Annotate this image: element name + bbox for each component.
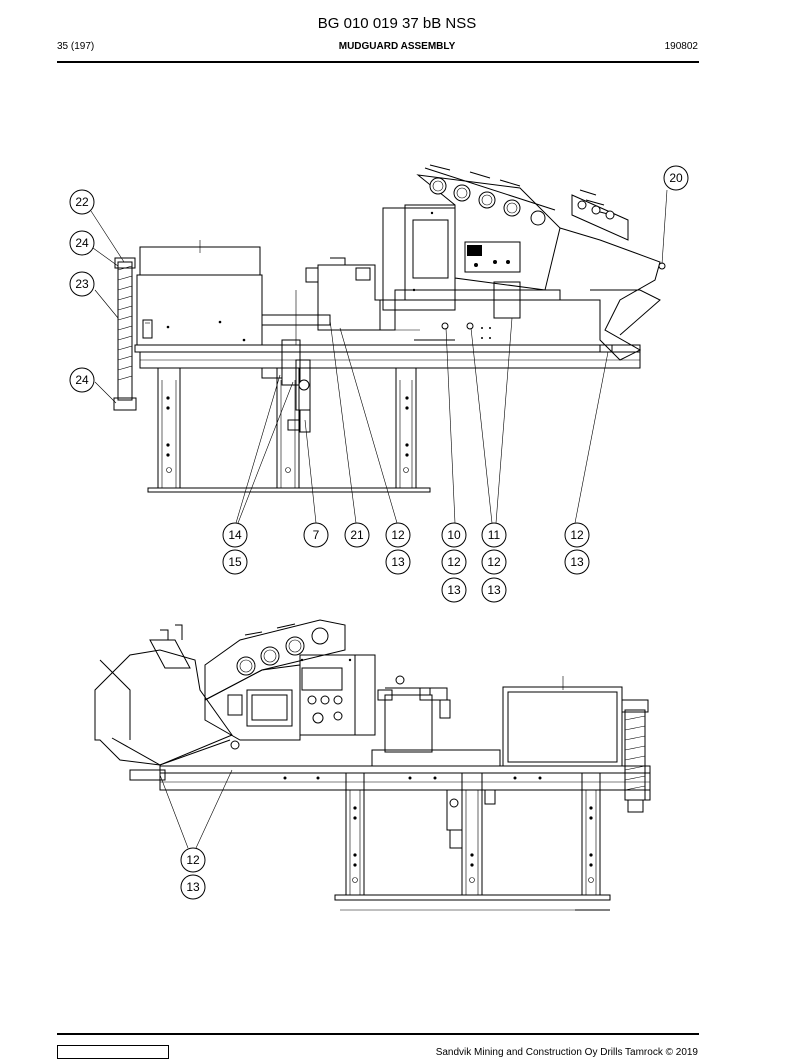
- svg-text:12: 12: [570, 528, 584, 542]
- callout-14: 14: [222, 522, 248, 548]
- svg-text:12: 12: [447, 555, 461, 569]
- callout-7: 7: [303, 522, 329, 548]
- bottom-view-drawing: [94, 619, 651, 911]
- svg-text:12: 12: [391, 528, 405, 542]
- page-number: 35 (197): [57, 41, 95, 52]
- callout-12: 12: [481, 549, 507, 575]
- callout-13: 13: [385, 549, 411, 575]
- top-view-drawing: [113, 164, 666, 493]
- callout-12: 12: [385, 522, 411, 548]
- top-leader-lines: [90, 189, 668, 524]
- svg-text:13: 13: [487, 583, 501, 597]
- svg-text:24: 24: [75, 373, 89, 387]
- svg-text:7: 7: [313, 528, 320, 542]
- svg-text:10: 10: [447, 528, 461, 542]
- svg-text:15: 15: [228, 555, 242, 569]
- callout-11: 11: [481, 522, 507, 548]
- callout-13: 13: [564, 549, 590, 575]
- svg-text:24: 24: [75, 236, 89, 250]
- svg-text:14: 14: [228, 528, 242, 542]
- document-date: 190802: [664, 41, 698, 52]
- callout-13: 13: [180, 874, 206, 900]
- callout-12: 12: [441, 549, 467, 575]
- callout-15: 15: [222, 549, 248, 575]
- callout-20: 20: [663, 165, 689, 191]
- callout-22: 22: [69, 189, 95, 215]
- bottom-leader-lines: [159, 769, 233, 849]
- callout-21: 21: [344, 522, 370, 548]
- svg-text:13: 13: [570, 555, 584, 569]
- svg-text:22: 22: [75, 195, 89, 209]
- svg-text:12: 12: [186, 853, 200, 867]
- document-code: BG 010 019 37 bB NSS: [317, 15, 477, 32]
- callout-24: 24: [69, 230, 95, 256]
- callout-12: 12: [180, 847, 206, 873]
- callout-12: 12: [564, 522, 590, 548]
- page-title: MUDGUARD ASSEMBLY: [338, 41, 456, 52]
- company-logo: [57, 1045, 169, 1059]
- svg-text:23: 23: [75, 277, 89, 291]
- footer-rule: [57, 1033, 699, 1035]
- svg-text:13: 13: [391, 555, 405, 569]
- callout-13: 13: [441, 577, 467, 603]
- svg-text:13: 13: [447, 583, 461, 597]
- svg-text:13: 13: [186, 880, 200, 894]
- callout-23: 23: [69, 271, 95, 297]
- svg-text:20: 20: [669, 171, 683, 185]
- header-rule: [57, 61, 699, 63]
- svg-text:12: 12: [487, 555, 501, 569]
- callout-13: 13: [481, 577, 507, 603]
- svg-text:21: 21: [350, 528, 364, 542]
- callout-24: 24: [69, 367, 95, 393]
- callout-10: 10: [441, 522, 467, 548]
- svg-text:11: 11: [488, 528, 501, 542]
